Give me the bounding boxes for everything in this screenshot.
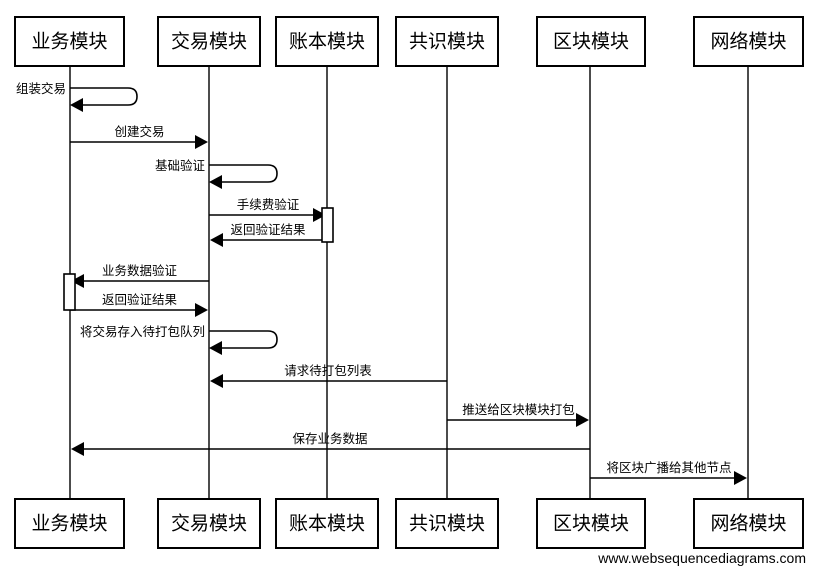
- message-label: 将区块广播给其他节点: [606, 461, 731, 475]
- message-4-transaction-to-ledger[interactable]: 手续费验证: [209, 197, 326, 222]
- activations-layer: [63, 207, 334, 311]
- participant-box: [693, 16, 804, 67]
- participant-box: [395, 16, 499, 67]
- participant-label: 交易模块: [171, 31, 247, 53]
- arrow-head: [313, 208, 326, 222]
- participant-label: 区块模块: [553, 513, 629, 535]
- self-message-path: [70, 87, 138, 106]
- participant-transaction-bottom[interactable]: 交易模块: [157, 498, 261, 549]
- arrow-head: [209, 175, 222, 189]
- arrow-head: [210, 374, 223, 388]
- message-2-business-to-transaction[interactable]: 创建交易: [70, 124, 208, 149]
- message-label: 推送给区块模块打包: [462, 402, 575, 417]
- messages-layer: 组装交易创建交易基础验证手续费验证返回验证结果业务数据验证返回验证结果将交易存入…: [16, 81, 747, 485]
- participant-network-bottom[interactable]: 网络模块: [693, 498, 804, 549]
- message-10-consensus-to-block[interactable]: 推送给区块模块打包: [447, 402, 589, 427]
- arrow-head: [734, 471, 747, 485]
- actors-top-layer: 业务模块 交易模块 账本模块 共识模块 区块模块 网络模块: [14, 16, 804, 67]
- participant-box: [536, 16, 646, 67]
- participant-label: 共识模块: [409, 31, 485, 53]
- watermark-label: www.websequencediagrams.com: [597, 550, 806, 566]
- participant-box: [275, 498, 379, 549]
- participant-label: 网络模块: [710, 31, 786, 53]
- participant-label: 账本模块: [289, 513, 365, 535]
- message-12-block-to-network[interactable]: 将区块广播给其他节点: [590, 461, 747, 485]
- participant-block-bottom[interactable]: 区块模块: [536, 498, 646, 549]
- message-3-transaction-to-transaction[interactable]: 基础验证: [155, 158, 278, 189]
- message-1-business-to-business[interactable]: 组装交易: [16, 81, 138, 112]
- message-label: 创建交易: [114, 124, 164, 139]
- participant-box: [157, 498, 261, 549]
- participant-network-top[interactable]: 网络模块: [693, 16, 804, 67]
- participant-label: 业务模块: [31, 31, 107, 53]
- participant-ledger-bottom[interactable]: 账本模块: [275, 498, 379, 549]
- actors-bottom-layer: 业务模块 交易模块 账本模块 共识模块 区块模块 网络模块: [14, 498, 804, 549]
- participant-box: [14, 498, 125, 549]
- arrow-head: [209, 341, 222, 355]
- participant-block-top[interactable]: 区块模块: [536, 16, 646, 67]
- message-label: 业务数据验证: [102, 263, 178, 278]
- participant-box: [275, 16, 379, 67]
- participant-consensus-top[interactable]: 共识模块: [395, 16, 499, 67]
- participant-box: [536, 498, 646, 549]
- arrow-head: [195, 303, 208, 317]
- participant-box: [157, 16, 261, 67]
- message-11-block-to-business[interactable]: 保存业务数据: [71, 431, 590, 456]
- participant-label: 共识模块: [409, 513, 485, 535]
- participant-box: [395, 498, 499, 549]
- message-label: 保存业务数据: [292, 431, 367, 446]
- arrow-head: [71, 442, 84, 456]
- participant-transaction-top[interactable]: 交易模块: [157, 16, 261, 67]
- arrow-head: [576, 413, 589, 427]
- participant-box: [693, 498, 804, 549]
- message-7-business-to-transaction[interactable]: 返回验证结果: [70, 292, 208, 317]
- activation-bar-business: [63, 273, 76, 311]
- participant-business-bottom[interactable]: 业务模块: [14, 498, 125, 549]
- message-9-consensus-to-transaction[interactable]: 请求待打包列表: [210, 364, 447, 388]
- participant-box: [14, 16, 125, 67]
- participant-consensus-bottom[interactable]: 共识模块: [395, 498, 499, 549]
- message-6-transaction-to-business[interactable]: 业务数据验证: [71, 263, 209, 288]
- message-8-transaction-to-transaction[interactable]: 将交易存入待打包队列: [80, 324, 278, 355]
- participant-label: 交易模块: [171, 513, 247, 535]
- activation-bar-ledger: [321, 207, 334, 243]
- arrow-head: [210, 233, 223, 247]
- participant-label: 区块模块: [553, 31, 629, 53]
- message-label: 返回验证结果: [102, 292, 178, 307]
- participant-ledger-top[interactable]: 账本模块: [275, 16, 379, 67]
- participant-label: 网络模块: [710, 513, 786, 535]
- message-label: 请求待打包列表: [284, 364, 372, 378]
- message-label: 组装交易: [16, 81, 66, 96]
- message-label: 返回验证结果: [230, 222, 306, 237]
- arrow-head: [195, 135, 208, 149]
- message-label: 将交易存入待打包队列: [80, 324, 205, 339]
- message-label: 手续费验证: [237, 197, 300, 212]
- arrow-head: [71, 274, 84, 288]
- arrow-head: [70, 98, 83, 112]
- participant-label: 账本模块: [289, 31, 365, 53]
- message-label: 基础验证: [155, 158, 206, 173]
- message-5-ledger-to-transaction[interactable]: 返回验证结果: [210, 222, 327, 247]
- self-message-path: [209, 330, 278, 349]
- self-message-path: [209, 164, 278, 183]
- participant-label: 业务模块: [31, 513, 107, 535]
- participant-business-top[interactable]: 业务模块: [14, 16, 125, 67]
- lifelines-layer: [69, 66, 749, 499]
